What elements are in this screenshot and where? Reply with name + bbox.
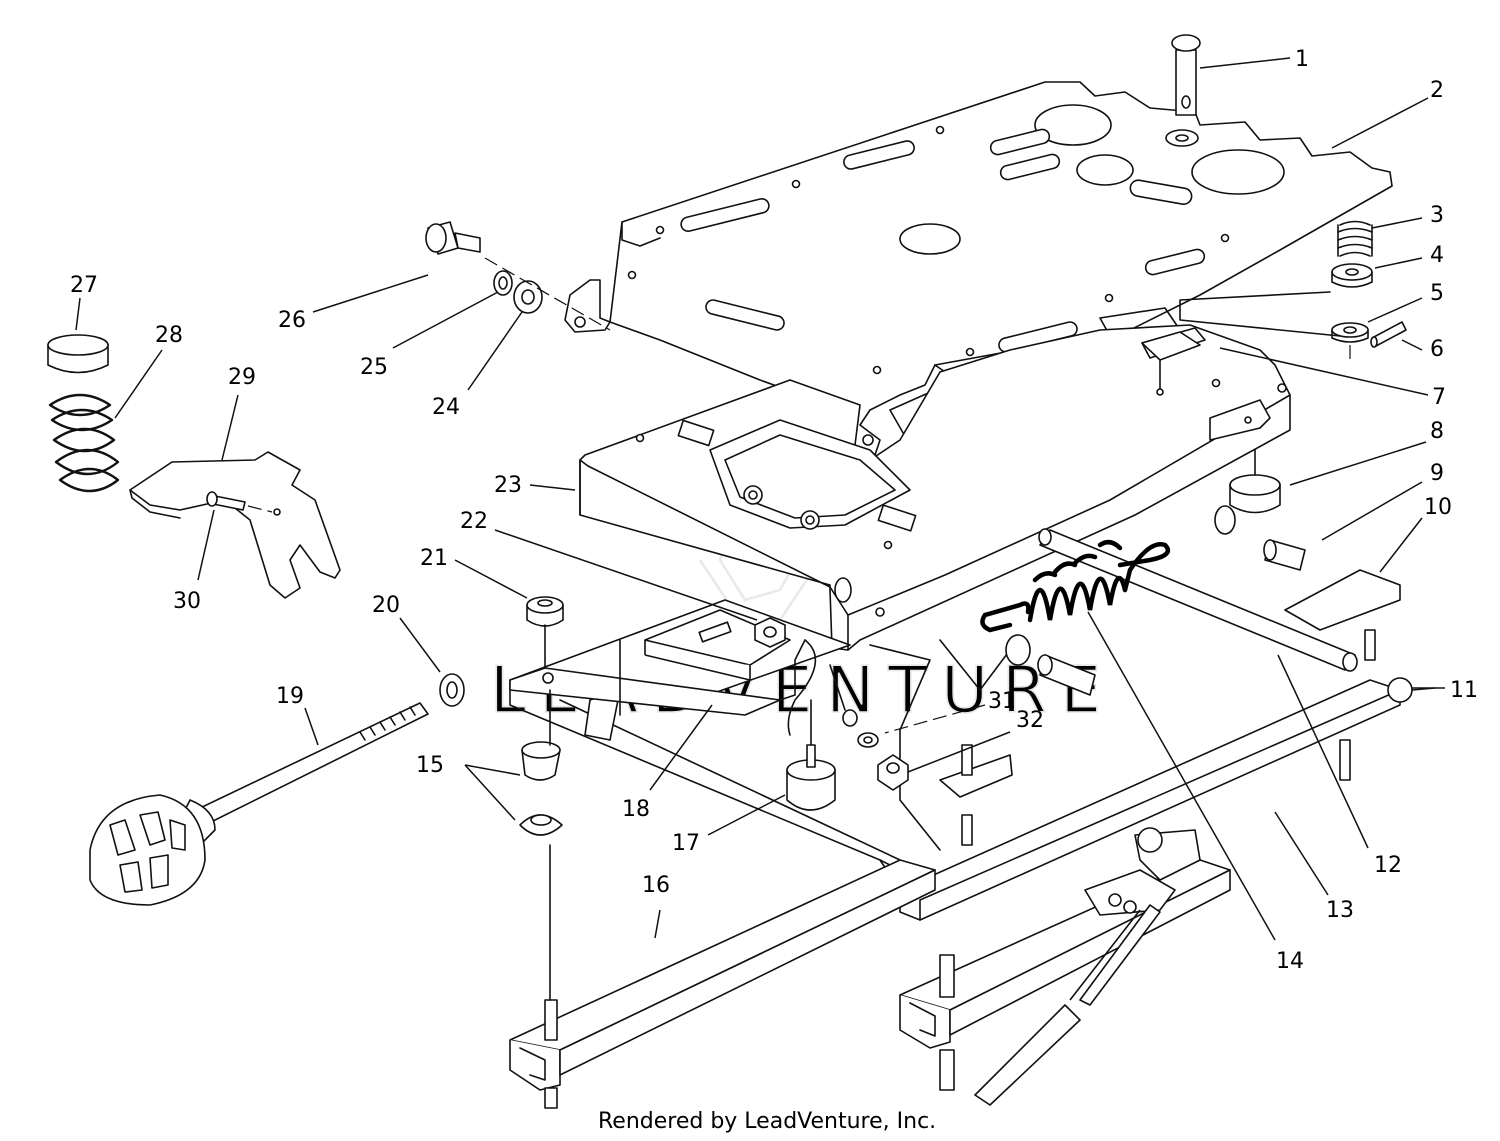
- part-28-compression-spring[interactable]: [48, 393, 120, 493]
- part-9-bushing[interactable]: [1263, 539, 1306, 571]
- callout-10[interactable]: 10: [1424, 495, 1452, 520]
- callout-20[interactable]: 20: [372, 593, 400, 618]
- callout-12[interactable]: 12: [1374, 853, 1402, 878]
- assembly-line-4-5: [1179, 291, 1341, 337]
- assembly-line-24-26: [484, 257, 611, 331]
- part-24-washer[interactable]: [513, 280, 543, 314]
- part-10-strap[interactable]: [1284, 569, 1401, 781]
- callout-14[interactable]: 14: [1276, 949, 1304, 974]
- part-2-seat-plate[interactable]: [564, 81, 1393, 463]
- part-17-bumper[interactable]: [786, 699, 836, 811]
- callout-6[interactable]: 6: [1430, 337, 1444, 362]
- callout-16[interactable]: 16: [642, 873, 670, 898]
- callout-9[interactable]: 9: [1430, 461, 1444, 486]
- part-22-nut[interactable]: [754, 617, 786, 648]
- part-19-adjuster-knob[interactable]: [89, 702, 429, 906]
- part-16-slide-rails[interactable]: [509, 827, 1231, 1109]
- callout-30[interactable]: 30: [173, 589, 201, 614]
- part-4-washer[interactable]: [1331, 263, 1373, 288]
- part-31-washer[interactable]: [829, 664, 879, 748]
- part-23-seat-frame[interactable]: [579, 324, 1291, 651]
- callout-18[interactable]: 18: [622, 797, 650, 822]
- part-6-roll-pin[interactable]: [1370, 321, 1407, 348]
- callout-19[interactable]: 19: [276, 684, 304, 709]
- part-1-clevis-pin[interactable]: [1165, 34, 1201, 147]
- part-29-latch-bracket[interactable]: [129, 451, 341, 599]
- callout-11[interactable]: 11: [1450, 678, 1478, 703]
- leader-lines: [75, 57, 1445, 941]
- callout-29[interactable]: 29: [228, 365, 256, 390]
- callout-7[interactable]: 7: [1432, 385, 1446, 410]
- callout-3[interactable]: 3: [1430, 203, 1444, 228]
- callout-22[interactable]: 22: [460, 509, 488, 534]
- part-15-grommets[interactable]: [519, 689, 563, 1001]
- part-26-shoulder-bolt[interactable]: [425, 221, 481, 255]
- part-3-spring[interactable]: [1337, 220, 1373, 257]
- part-14-extension-spring[interactable]: [980, 539, 1171, 633]
- part-8-bumper[interactable]: [1214, 449, 1281, 535]
- callout-4[interactable]: 4: [1430, 243, 1444, 268]
- callout-17[interactable]: 17: [672, 831, 700, 856]
- callout-32[interactable]: 32: [1016, 708, 1044, 733]
- callout-26[interactable]: 26: [278, 308, 306, 333]
- part-5-washer[interactable]: [1331, 322, 1369, 343]
- part-21-flange-nut[interactable]: [526, 596, 564, 669]
- part-27-cap[interactable]: [47, 334, 109, 374]
- callout-28[interactable]: 28: [155, 323, 183, 348]
- callout-2[interactable]: 2: [1430, 78, 1444, 103]
- callout-8[interactable]: 8: [1430, 419, 1444, 444]
- callout-25[interactable]: 25: [360, 355, 388, 380]
- part-7-bracket[interactable]: [1141, 331, 1201, 396]
- part-32-nut[interactable]: [877, 754, 909, 791]
- footer-credit: Rendered by LeadVenture, Inc.: [598, 1109, 936, 1134]
- part-bushings-lower[interactable]: [584, 634, 1096, 741]
- callout-13[interactable]: 13: [1326, 898, 1354, 923]
- callout-31[interactable]: 31: [988, 689, 1016, 714]
- part-18-latch-plate[interactable]: [509, 609, 817, 736]
- callout-24[interactable]: 24: [432, 395, 460, 420]
- callout-15[interactable]: 15: [416, 753, 444, 778]
- part-25-washer[interactable]: [493, 270, 513, 296]
- callouts: 1 2 3 4 5 6 7 8 9 10 11 12 13 14 15 16 1…: [70, 47, 1478, 974]
- callout-21[interactable]: 21: [420, 546, 448, 571]
- callout-5[interactable]: 5: [1430, 281, 1444, 306]
- callout-1[interactable]: 1: [1295, 47, 1309, 72]
- part-20-washer[interactable]: [439, 673, 465, 707]
- callout-23[interactable]: 23: [494, 473, 522, 498]
- callout-27[interactable]: 27: [70, 273, 98, 298]
- part-30-screw[interactable]: [206, 491, 273, 513]
